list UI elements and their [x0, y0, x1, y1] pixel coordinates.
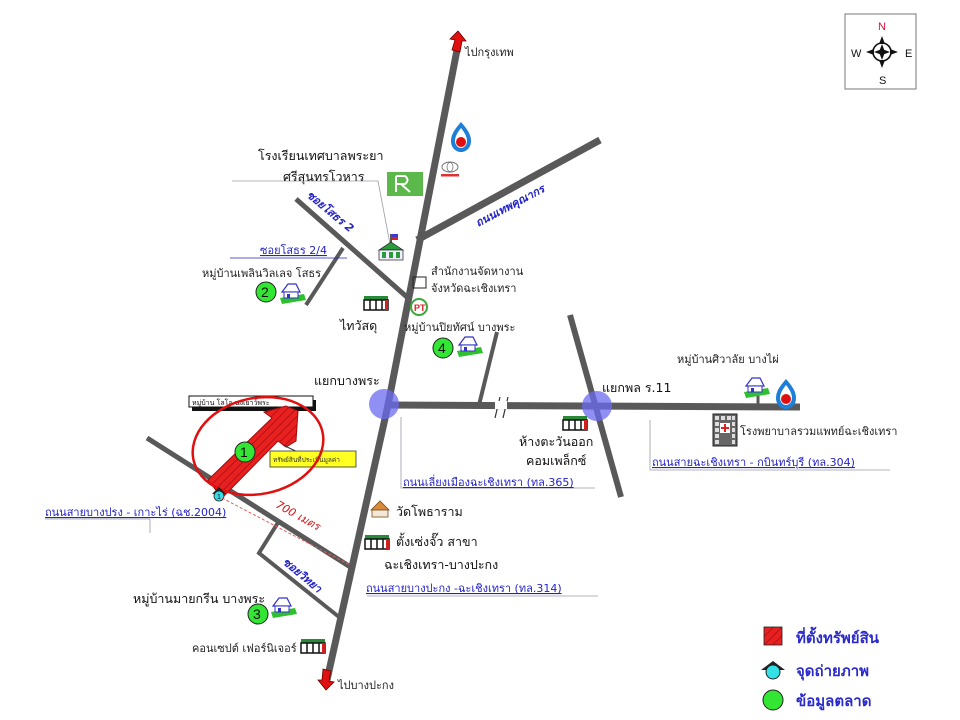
svg-text:ข้อมูลตลาด: ข้อมูลตลาด [796, 692, 871, 711]
store-building-icon [363, 296, 389, 311]
label-village-sign: หมู่บ้าน โลโอ นงเยาว์พระ [192, 398, 270, 407]
house-village-icon [280, 283, 306, 304]
label-wat: วัดโพธาราม [396, 504, 463, 519]
robinson-logo-icon [387, 172, 423, 196]
hospital-building-icon [712, 413, 738, 447]
legend: ที่ตั้งทรัพย์สิน จุดถ่ายภาพ ข้อมูลตลาด [761, 626, 880, 711]
label-to-bangkok: ไปกรุงเทพ [464, 46, 514, 59]
road-soi-sothon-2 [294, 197, 410, 300]
leader-lines [45, 180, 890, 597]
house-village-icon [457, 336, 483, 357]
label-intersection-phon-r11: แยกพล ร.11 [602, 380, 671, 395]
label-employment-office-line1: สำนักงานจัดหางาน [431, 265, 524, 278]
label-thaiwatsadu: ไทวัสดุ [339, 318, 377, 334]
property-hatched-square-icon [763, 626, 783, 646]
property-highlight-ellipse [191, 395, 325, 497]
compass-west: W [851, 48, 862, 60]
legend-item-property: ที่ตั้งทรัพย์สิน [763, 626, 880, 647]
label-tang-line1: ตั้งเซ่งจั๊ว สาขา [396, 532, 478, 549]
compass-north: N [878, 21, 886, 33]
toyota-logo-icon [441, 161, 459, 177]
label-village-3: หมู่บ้านมายกรีน บางพระ [133, 591, 265, 607]
market-data-marker-2[interactable]: 2 [255, 281, 277, 303]
compass-east: E [905, 48, 912, 60]
store-building-icon [300, 639, 326, 654]
road-bangprong [145, 435, 354, 571]
label-school-line2: ศรีสุนทรโวหาร [283, 169, 365, 185]
svg-text:3: 3 [253, 606, 261, 622]
ptt-gas-station-icon [451, 122, 471, 152]
pt-gas-station-logo-icon: PT [410, 298, 428, 316]
svg-text:ที่ตั้งทรัพย์สิน: ที่ตั้งทรัพย์สิน [796, 626, 880, 647]
market-data-circle-icon [762, 689, 784, 711]
house-village-icon [744, 377, 770, 398]
temple-icon [370, 500, 390, 518]
road-soi-witthaya [256, 519, 341, 619]
store-building-icon [562, 416, 588, 431]
label-school-line1: โรงเรียนเทศบาลพระยา [258, 148, 383, 163]
main-road-north [384, 49, 461, 406]
label-hospital: โรงพยาบาลรวมแพทย์ฉะเชิงเทรา [740, 424, 897, 438]
label-road-365: ถนนเลี่ยงเมืองฉะเชิงเทรา (ทล.365) [403, 474, 574, 489]
svg-text:4: 4 [438, 340, 446, 356]
label-appraised-property: ทรัพย์สินที่ประเมินมูลค่า [273, 455, 340, 464]
school-building-icon [377, 234, 405, 261]
label-intersection-bang-phra: แยกบางพระ [314, 373, 380, 388]
ptt-gas-station-icon [776, 379, 796, 409]
photo-point-marker[interactable]: 1 [212, 487, 226, 502]
svg-text:1: 1 [240, 444, 248, 460]
label-tawan-ok-line1: ห้างตะวันออก [519, 434, 593, 449]
label-siwalai-village: หมู่บ้านศิวาลัย บางไผ่ [677, 353, 779, 366]
label-concept-furniture: คอนเซปต์ เฟอร์นิเจอร์ [192, 642, 297, 655]
office-square-icon [412, 276, 427, 289]
market-data-marker-1[interactable]: 1 [234, 441, 256, 463]
label-tawan-ok-line2: คอมเพล็กซ์ [526, 453, 586, 468]
arrow-to-bang-pakong-icon [317, 668, 335, 691]
label-village-4: หมู่บ้านปิยทัศน์ บางพระ [404, 321, 515, 334]
compass-south: S [879, 75, 886, 87]
label-employment-office-line2: จังหวัดฉะเชิงเทรา [431, 282, 516, 295]
photo-point-icon [761, 661, 785, 680]
distance-measure-line [221, 497, 351, 566]
label-soi-sothon-2-4: ซอยโสธร 2/4 [260, 243, 327, 257]
road-soi-4 [477, 331, 499, 406]
label-to-bang-pakong: ไปบางปะกง [337, 679, 394, 692]
label-road-2004: ถนนสายบางปรง - เกาะไร่ (ฉช.2004) [45, 506, 226, 519]
svg-text:จุดถ่ายภาพ: จุดถ่ายภาพ [796, 662, 869, 681]
label-tang-line2: ฉะเชิงเทรา-บางปะกง [384, 557, 498, 572]
label-road-304: ถนนสายฉะเชิงเทรา - กบินทร์บุรี (ทล.304) [652, 456, 855, 469]
village-sign: หมู่บ้าน โลโอ นงเยาว์พระ [188, 395, 316, 411]
roads [145, 49, 801, 681]
house-village-icon [271, 597, 297, 618]
intersection-phon-r11[interactable] [582, 391, 612, 421]
label-village-2: หมู่บ้านเพลินวิลเลจ โสธร [202, 266, 321, 280]
store-building-icon [364, 535, 390, 550]
legend-item-market-data: ข้อมูลตลาด [762, 689, 871, 711]
label-road-314: ถนนสายบางปะกง -ฉะเชิงเทรา (ทล.314) [366, 582, 562, 595]
intersection-bang-phra[interactable] [369, 389, 399, 419]
compass-rose: N S E W [844, 13, 917, 90]
arrow-to-bangkok-icon [449, 30, 467, 53]
road-thepkhunakorn [415, 136, 602, 244]
svg-text:2: 2 [261, 284, 269, 300]
market-data-marker-3[interactable]: 3 [247, 603, 269, 625]
market-data-marker-4[interactable]: 4 [432, 337, 454, 359]
svg-text:PT: PT [414, 303, 426, 313]
road-soi-sothon-2-4 [304, 246, 345, 307]
road-break-gap [495, 401, 507, 409]
svg-text:1: 1 [217, 494, 221, 501]
main-road-south [323, 404, 392, 681]
legend-item-photo-point: จุดถ่ายภาพ [761, 661, 869, 681]
